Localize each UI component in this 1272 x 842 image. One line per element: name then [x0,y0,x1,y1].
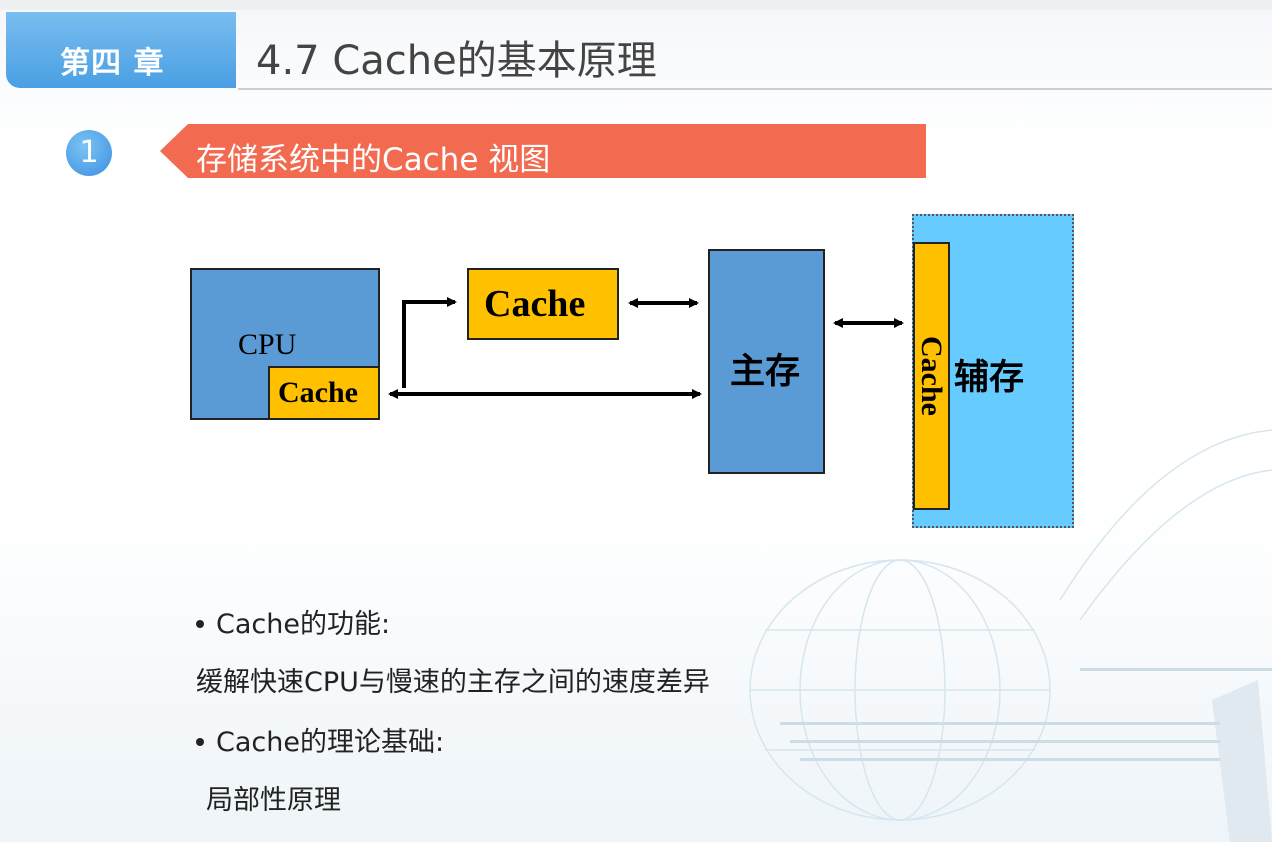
cache-box [467,268,619,340]
aux-memory-label: 辅存 [954,358,1025,398]
cpu-cache-label: Cache [278,376,358,409]
chapter-label: 第四 章 [60,46,165,81]
title-divider [238,88,1272,90]
main-memory-box [708,249,825,474]
cpu-cache-box [268,366,380,420]
aux-cache-box [913,242,950,510]
section-title: 存储系统中的Cache 视图 [196,142,551,178]
bullet-icon [196,737,204,746]
list-item: Cache的理论基础: [196,720,444,759]
list-item: 局部性原理 [206,785,341,816]
main-memory-label: 主存 [730,352,801,392]
chapter-tab [6,12,236,88]
cache-theory-heading: Cache的理论基础: [216,727,445,758]
section-number-badge: 1 [66,130,112,176]
bullet-icon [196,619,204,628]
section-banner [160,124,926,178]
list-item: 缓解快速CPU与慢速的主存之间的速度差异 [196,667,710,698]
cache-label: Cache [484,283,586,325]
slide-title: 4.7 Cache的基本原理 [256,38,657,84]
top-strip [0,0,1272,10]
cpu-label: CPU [238,328,297,361]
cache-function-heading: Cache的功能: [216,609,391,640]
arrow-to-cache [402,297,457,388]
list-item: Cache的功能: [196,602,390,641]
